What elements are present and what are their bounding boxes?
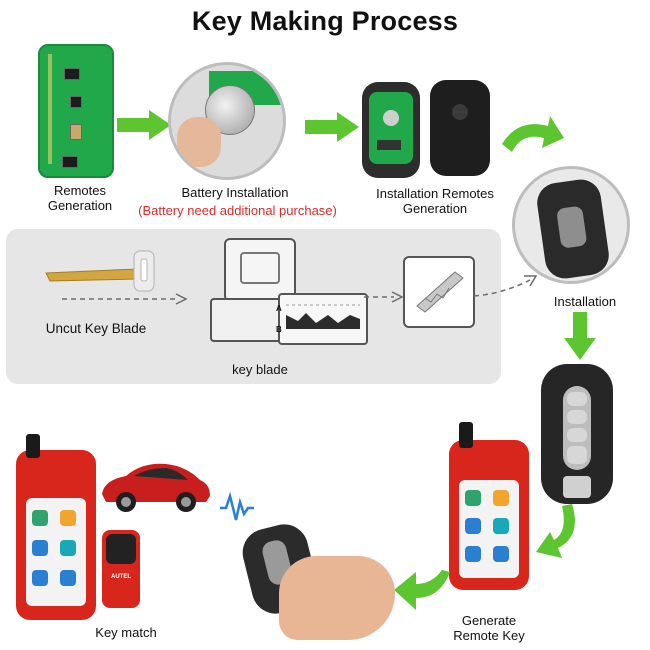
arrow-right-icon bbox=[62, 293, 188, 305]
key-blade-label: key blade bbox=[232, 362, 288, 377]
arrow-right-icon bbox=[364, 291, 404, 303]
step-battery-installation-label: Battery Installation bbox=[181, 185, 289, 200]
step-key-match-label: Key match bbox=[95, 625, 157, 640]
installation-image bbox=[512, 166, 630, 284]
obd-dongle-image: AUTEL bbox=[102, 530, 140, 608]
step-generate-remote-key-label: Generate Remote Key bbox=[453, 613, 525, 643]
battery-note-label: (Battery need additional purchase) bbox=[138, 203, 337, 218]
arrow-right-icon bbox=[117, 110, 171, 140]
fob-case-with-pcb-image bbox=[362, 82, 420, 178]
curved-arrow-icon bbox=[536, 504, 575, 558]
battery-installation-image bbox=[168, 62, 286, 180]
curved-arrow-icon bbox=[394, 570, 450, 610]
signal-wave-icon bbox=[220, 491, 254, 521]
curved-arrow-icon bbox=[502, 116, 564, 152]
remote-pcb-image bbox=[38, 44, 114, 178]
arrow-right-icon bbox=[305, 112, 359, 142]
red-car-image bbox=[102, 463, 210, 512]
step-remotes-generation-label: Remotes Generation bbox=[47, 183, 113, 213]
page-title: Key Making Process bbox=[191, 6, 459, 36]
blade-profile-inset: A B bbox=[276, 293, 368, 345]
step-installation-remotes-generation-label: Installation Remotes Generation bbox=[376, 186, 494, 216]
generate-device-image bbox=[449, 422, 529, 590]
step-installation-label: Installation bbox=[553, 294, 617, 309]
uncut-key-blade-image bbox=[45, 250, 155, 292]
arrow-down-icon bbox=[564, 312, 596, 360]
smart-key-image bbox=[541, 364, 613, 504]
arrow-right-icon bbox=[473, 275, 538, 297]
device-brand-label: AUTEL bbox=[111, 574, 131, 580]
uncut-key-blade-label: Uncut Key Blade bbox=[45, 321, 147, 336]
machine-mark-a: A bbox=[276, 304, 282, 313]
key-match-device-image bbox=[16, 434, 96, 620]
fob-case-cover-image bbox=[430, 80, 490, 176]
hand-with-remote-image bbox=[237, 519, 403, 644]
cut-key-blade-image bbox=[403, 256, 475, 328]
machine-mark-b: B bbox=[276, 325, 282, 334]
